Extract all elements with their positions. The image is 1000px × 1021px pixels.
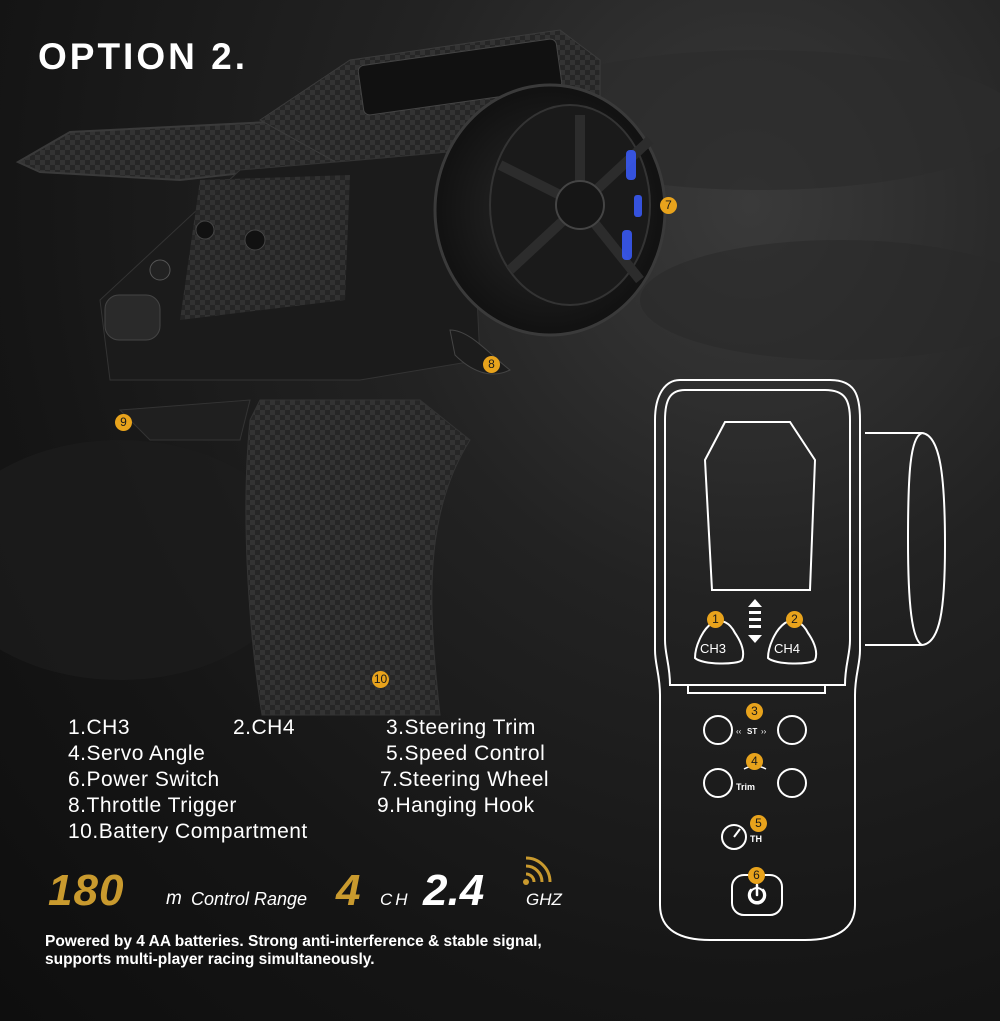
callout-steering-trim: 3 [746,703,763,720]
callout-power-switch: 6 [748,867,765,884]
channels-value: 4 [336,866,361,915]
st-arrows-left-icon: ‹‹ [736,727,742,736]
feature-item: 10.Battery Compartment [68,820,308,843]
frequency-value: 2.4 [423,866,485,915]
callout-steering-wheel: 7 [660,197,677,214]
callout-hanging-hook: 9 [115,414,132,431]
callout-throttle-trigger: 8 [483,356,500,373]
range-text: Control Range [191,889,308,909]
feature-item: 9.Hanging Hook [377,794,535,817]
page-title: OPTION 2. [38,36,248,77]
trim-label: Trim [736,782,755,792]
transmitter-photo [15,29,667,716]
feature-item: 2.CH4 [233,716,296,739]
st-label: ST [747,727,757,736]
feature-item: 4.Servo Angle [68,742,206,765]
signal-icon [523,856,552,885]
callout-battery-compartment: 10 [372,671,389,688]
feature-item: 8.Throttle Trigger [68,794,237,817]
controller-diagram: CH3 CH4 ST Trim TH ‹‹ ›› [654,379,947,941]
frequency-unit: GHZ [526,890,562,909]
st-arrows-right-icon: ›› [761,727,767,736]
channels-unit: CH [380,890,411,909]
feature-list: 1.CH3 2.CH4 3.Steering Trim 4.Servo Angl… [68,716,628,856]
ch4-label: CH4 [774,641,800,656]
th-label: TH [750,834,762,844]
range-unit: m [166,888,182,909]
callout-ch4: 2 [786,611,803,628]
feature-item: 5.Speed Control [386,742,546,765]
feature-item: 6.Power Switch [68,768,220,791]
callout-servo-angle: 4 [746,753,763,770]
range-value: 180 [48,866,125,915]
feature-item: 7.Steering Wheel [380,768,550,791]
ch3-label: CH3 [700,641,726,656]
feature-item: 1.CH3 [68,716,131,739]
spec-banner: 180 m Control Range 4 CH 2.4 GHZ [48,856,608,916]
product-description: Powered by 4 AA batteries. Strong anti-i… [45,933,542,968]
callout-speed-control: 5 [750,815,767,832]
callout-ch3: 1 [707,611,724,628]
feature-item: 3.Steering Trim [386,716,536,739]
